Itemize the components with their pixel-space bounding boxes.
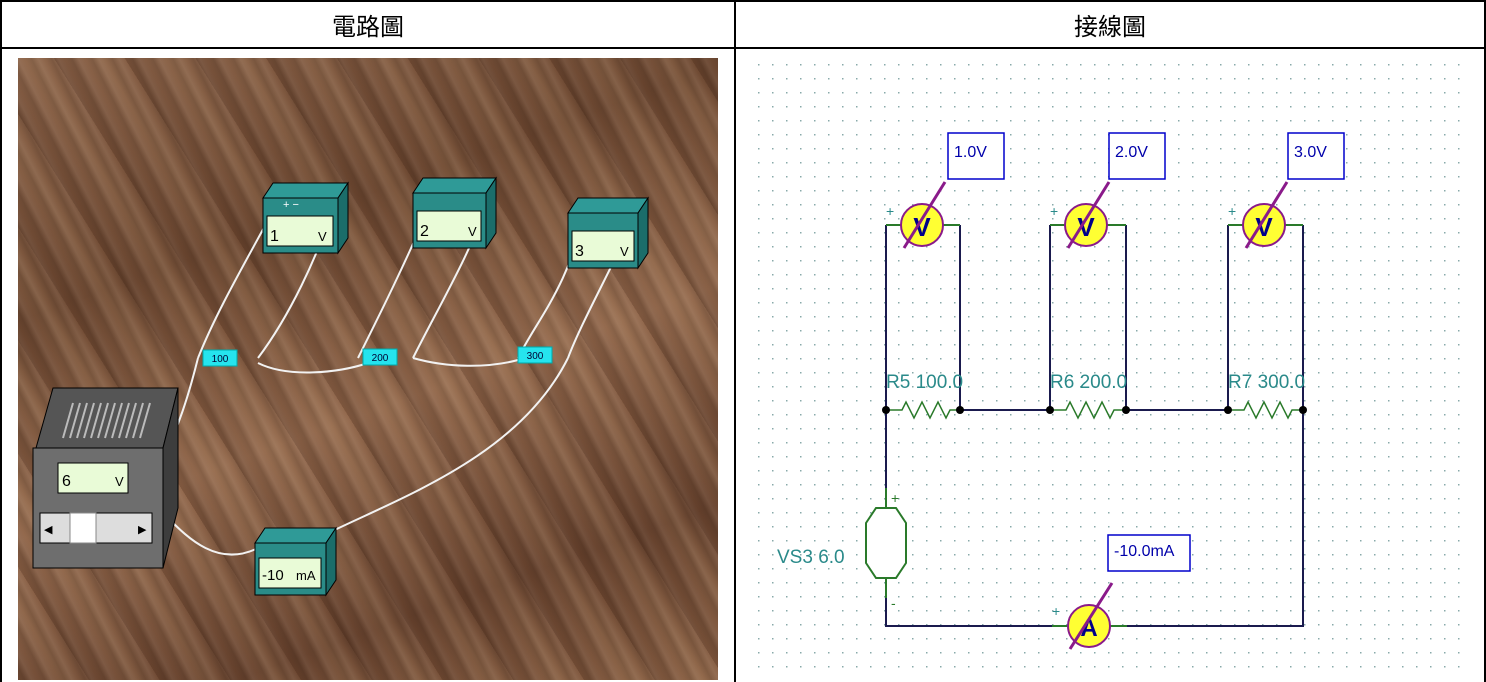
table-border-left — [0, 0, 2, 682]
resistor-r7-symbol — [1228, 400, 1303, 420]
voltmeter-2-symbol: V — [1077, 212, 1095, 242]
table-border-top — [0, 0, 1486, 2]
wire-supply-neg — [167, 517, 259, 556]
schematic-resistor-symbols — [886, 400, 1303, 420]
power-supply-slider-thumb[interactable] — [69, 512, 97, 544]
voltmeter-2-reading: 2.0V — [1115, 144, 1148, 161]
voltmeter-1-terminals: + − — [283, 199, 299, 211]
wire-ammeter — [317, 357, 569, 539]
resistor-1-label: 100 — [212, 354, 229, 365]
voltmeter-3-reading: 3.0V — [1294, 144, 1327, 161]
ammeter-reading: -10.0mA — [1114, 543, 1175, 560]
breadboard-svg: 100 200 300 + − 1 V — [32, 176, 649, 597]
slider-left-arrow-icon[interactable]: ◀ — [44, 524, 53, 536]
resistor-3[interactable]: 300 — [517, 346, 553, 364]
voltmeter-1-unit: V — [318, 229, 327, 244]
schematic-ammeter[interactable]: A + -10.0mA — [1052, 534, 1191, 650]
voltmeter-1-reading: 1.0V — [954, 144, 987, 161]
schematic-junctions — [882, 406, 1307, 414]
wire-r2-r3 — [412, 357, 519, 367]
ammeter-symbol: A — [1080, 615, 1097, 642]
schematic-voltage-source[interactable]: + - VS3 6.0 — [777, 488, 907, 611]
schematic-panel: R5 100.0 R6 200.0 R7 300.0 V + 1.0V V — [752, 58, 1464, 680]
voltmeter-3-unit: V — [620, 244, 629, 259]
resistor-3-label: 300 — [527, 351, 544, 362]
voltmeter-1-symbol: V — [913, 212, 931, 242]
slider-right-arrow-icon[interactable]: ▶ — [138, 524, 147, 536]
voltmeter-2-unit: V — [468, 224, 477, 239]
voltmeter-2-plus: + — [1050, 203, 1058, 219]
schematic-svg: R5 100.0 R6 200.0 R7 300.0 V + 1.0V V — [752, 58, 1464, 680]
resistor-r5-label: R5 100.0 — [886, 372, 963, 393]
ammeter-plus: + — [1052, 603, 1060, 619]
schematic-wires — [885, 225, 1304, 627]
power-supply[interactable]: 6 V ◀ ▶ — [32, 387, 179, 569]
schematic-voltmeter-1[interactable]: V + 1.0V — [886, 132, 1005, 249]
voltmeter-1-value: 1 — [270, 228, 279, 245]
voltmeter-3-plus: + — [1228, 203, 1236, 219]
resistor-r7-label: R7 300.0 — [1228, 372, 1305, 393]
power-supply-vents — [62, 402, 151, 439]
breadboard-wires — [162, 197, 639, 556]
source-label: VS3 6.0 — [777, 547, 845, 568]
resistor-r6-symbol — [1050, 400, 1126, 420]
table-border-middle — [734, 0, 736, 682]
resistor-1[interactable]: 100 — [202, 349, 238, 367]
voltmeter-3-symbol: V — [1255, 212, 1273, 242]
table-border-header — [0, 47, 1486, 49]
voltmeter-2[interactable]: 2 V — [412, 176, 497, 250]
header-wiring-diagram: 接線圖 — [1074, 12, 1146, 41]
wire-r1-r2 — [257, 362, 369, 374]
source-plus: + — [891, 490, 899, 506]
breadboard-panel: 100 200 300 + − 1 V — [18, 58, 718, 680]
resistor-2-label: 200 — [372, 353, 389, 364]
voltmeter-1-plus: + — [886, 203, 894, 219]
schematic-grid — [752, 58, 1464, 680]
schematic-voltmeter-3[interactable]: V + 3.0V — [1228, 132, 1345, 249]
resistor-r5-symbol — [886, 400, 960, 420]
voltmeter-3[interactable]: 3 V — [567, 196, 649, 270]
ammeter-value: -10 — [262, 567, 284, 584]
ammeter-unit: mA — [296, 568, 316, 583]
resistor-r6-label: R6 200.0 — [1050, 372, 1127, 393]
power-supply-unit: V — [115, 474, 124, 489]
voltmeter-2-value: 2 — [420, 223, 429, 240]
power-supply-value: 6 — [62, 473, 71, 490]
voltmeter-3-value: 3 — [575, 243, 584, 260]
schematic-voltmeter-2[interactable]: V + 2.0V — [1050, 132, 1166, 249]
voltmeter-1[interactable]: + − 1 V — [262, 181, 349, 255]
ammeter-device[interactable]: -10 mA — [254, 526, 337, 597]
resistor-2[interactable]: 200 — [362, 348, 398, 366]
source-minus: - — [891, 595, 896, 611]
header-circuit-diagram: 電路圖 — [332, 12, 404, 41]
table-border-right — [1484, 0, 1486, 682]
